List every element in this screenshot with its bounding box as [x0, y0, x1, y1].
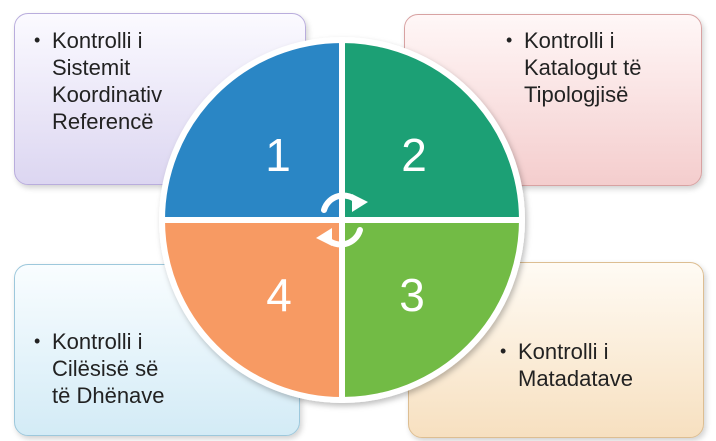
- card-1-line-4: Referencë: [52, 109, 154, 134]
- quadrant-4-sector: [158, 217, 345, 404]
- bullet: •: [34, 331, 41, 351]
- bullet: •: [500, 341, 507, 361]
- card-3-line-1: Kontrolli i: [518, 339, 609, 364]
- card-2-line-3: Tipologjisë: [524, 82, 629, 107]
- bullet: •: [506, 30, 513, 50]
- quadrant-number-2: 2: [401, 129, 427, 181]
- quadrant-number-4: 4: [266, 269, 292, 321]
- card-1-line-1: Kontrolli i: [52, 28, 143, 53]
- refresh-arrowheads: [316, 194, 368, 246]
- card-4-line-3: të Dhënave: [52, 383, 165, 408]
- card-text-3: • Kontrolli i Matadatave: [500, 338, 633, 392]
- card-3-line-2: Matadatave: [518, 366, 633, 391]
- card-text-2: • Kontrolli i Katalogut të Tipologjisë: [506, 27, 641, 108]
- card-1-line-2: Sistemit: [52, 55, 131, 80]
- list-item: • Kontrolli i Matadatave: [500, 338, 633, 392]
- card-text-1: • Kontrolli i Sistemit Koordinativ Refer…: [34, 27, 162, 135]
- quadrant-1-sector: [158, 36, 345, 223]
- card-1-line-3: Koordinativ: [52, 82, 163, 107]
- bullet: •: [34, 30, 41, 50]
- card-text-4: • Kontrolli i Cilësisë së të Dhënave: [34, 328, 165, 409]
- quadrant-2-sector: [339, 36, 526, 223]
- card-2-line-2: Katalogut të: [524, 55, 642, 80]
- quadrant-number-3: 3: [399, 269, 425, 321]
- card-4-line-2: Cilësisë së: [52, 356, 159, 381]
- card-4-line-1: Kontrolli i: [52, 329, 143, 354]
- card-2-line-1: Kontrolli i: [524, 28, 615, 53]
- quadrant-3-sector: [339, 217, 526, 404]
- list-item: • Kontrolli i Cilësisë së të Dhënave: [34, 328, 165, 409]
- list-item: • Kontrolli i Katalogut të Tipologjisë: [506, 27, 641, 108]
- list-item: • Kontrolli i Sistemit Koordinativ Refer…: [34, 27, 162, 135]
- quadrant-number-1: 1: [265, 129, 291, 181]
